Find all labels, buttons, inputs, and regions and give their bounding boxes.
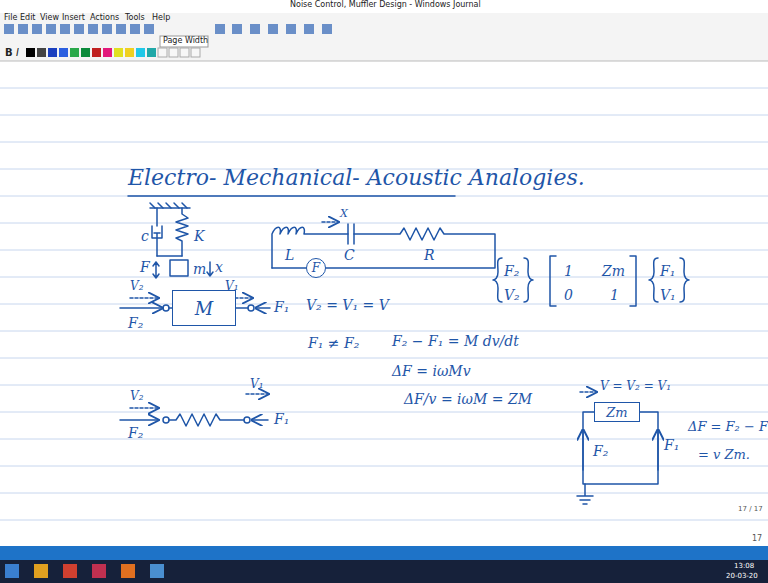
matrix-entry: F₂ (504, 264, 519, 279)
clock-time: 13:08 (734, 563, 754, 571)
node-text: M (195, 298, 213, 319)
italic-button: I (16, 47, 19, 58)
equation: ΔF = iωMv (392, 364, 471, 379)
matrix-entry: Zm (602, 264, 625, 279)
toolbar-icons (4, 24, 332, 34)
force-label: F₁ (664, 438, 679, 453)
force-label: F₂ (128, 316, 143, 331)
capacitor-label: C (344, 248, 355, 263)
velocity-relation: V = V₂ = V₁ (600, 380, 671, 393)
matrix-entry: 1 (610, 288, 619, 303)
matrix-entry: 1 (564, 264, 573, 279)
menu-item: Tools (125, 14, 145, 23)
toolbar (0, 13, 768, 61)
node-text: Zm (606, 405, 627, 420)
velocity-label: V₂ (130, 280, 143, 293)
force-label: F (140, 260, 150, 275)
lcr-circuit (272, 222, 495, 268)
spring-label: K (194, 229, 204, 244)
page-bar (0, 546, 768, 560)
zoom-value: Page Width (163, 37, 208, 46)
mass-label: m (193, 262, 206, 277)
matrix-entry: F₁ (660, 264, 675, 279)
page-heading: Electro- Mechanical- Acoustic Analogies. (128, 166, 585, 190)
menu-item: Actions (90, 14, 119, 23)
equation: F₁ ≠ F₂ (308, 336, 359, 351)
menu-item: Edit (20, 14, 36, 23)
velocity-label: V₁ (250, 378, 263, 391)
menu-item: File (4, 14, 17, 23)
equation: ΔF = F₂ − F₁ (688, 420, 768, 434)
title-underline (128, 195, 455, 197)
displacement-label: x (215, 260, 223, 275)
node-text: F (312, 261, 320, 275)
matrix-entry: V₁ (660, 288, 676, 303)
mass-box: M (172, 290, 236, 326)
window-title: Noise Control, Muffler Design - Windows … (290, 1, 481, 10)
menu-item: Insert (62, 14, 85, 23)
bold-button: B (5, 47, 13, 58)
force-label: F₂ (128, 426, 143, 441)
taskbar (0, 560, 768, 583)
impedance-circuit (577, 392, 658, 504)
source-circle: F (306, 258, 326, 278)
page-number: 17 (752, 535, 762, 544)
force-label: F₁ (274, 412, 289, 427)
equation: ΔF/v = iωM = ZM (404, 392, 532, 407)
impedance-box: Zm (594, 402, 640, 422)
equation: V₂ = V₁ = V (306, 298, 389, 313)
menu-item: Help (152, 14, 170, 23)
clock-date: 20-03-20 (726, 573, 758, 581)
resistor-label: R (424, 248, 435, 263)
charge-label: X (340, 208, 348, 220)
zoom-dropdown (160, 36, 208, 47)
matrix-entry: V₂ (504, 288, 520, 303)
equation: = v Zm. (698, 448, 750, 462)
inductor-label: L (285, 248, 294, 263)
equation: F₂ − F₁ = M dv/dt (392, 334, 519, 349)
menu-item: View (40, 14, 59, 23)
velocity-label: V₂ (130, 390, 143, 403)
ruled-lines (0, 88, 768, 520)
color-palette (26, 48, 200, 57)
force-label: F₂ (593, 444, 608, 459)
page-counter: 17 / 17 (738, 506, 763, 514)
taskbar-icons (5, 564, 164, 578)
matrix-entry: 0 (564, 288, 573, 303)
force-label: F₁ (274, 300, 289, 315)
title-bar (0, 0, 768, 13)
damper-label: c (141, 229, 149, 244)
mass-spring-damper (150, 203, 213, 278)
transfer-matrix (493, 256, 689, 306)
